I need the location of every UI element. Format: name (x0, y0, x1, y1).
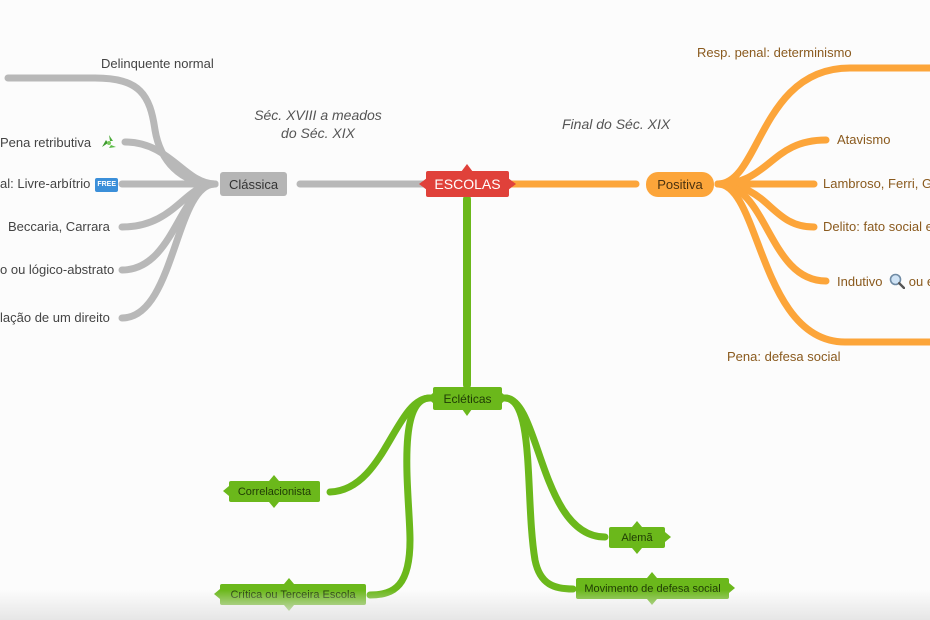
critica-spike-bottom (284, 605, 294, 611)
link-ecleticas-movimento (501, 394, 577, 593)
free-icon: FREE (95, 177, 118, 192)
central-node-escolas[interactable]: ESCOLAS (426, 171, 509, 197)
alema-spike-right (665, 532, 671, 542)
positiva-child-atavismo[interactable]: Atavismo (837, 132, 891, 147)
critica-spike-left (214, 589, 220, 599)
correlacionista-spike-top (269, 475, 279, 481)
positiva-period-note: Final do Séc. XIX (562, 116, 671, 132)
classica-period-note: Séc. XVIII a meados do Séc. XIX (254, 107, 382, 141)
positiva-child-delito[interactable]: Delito: fato social e (823, 219, 930, 234)
alema-spike-top (632, 521, 642, 527)
ecleticas-spike-bottom (462, 409, 472, 416)
ecleticas-child-critica[interactable]: Crítica ou Terceira Escola (220, 584, 366, 605)
movimento-spike-top (647, 572, 657, 578)
ecleticas-spike-left (427, 393, 433, 403)
link-positiva-pena (714, 180, 930, 346)
magnifier-icon (889, 273, 906, 292)
positiva-child-pena[interactable]: Pena: defesa social (727, 349, 841, 364)
classica-child-delinquente[interactable]: Delinquente normal (101, 56, 214, 71)
positiva-child-resp-penal[interactable]: Resp. penal: determinismo (697, 45, 852, 60)
link-classica-direito (118, 180, 219, 322)
link-positiva-resp (714, 64, 930, 188)
classica-child-direito[interactable]: lação de um direito (0, 310, 110, 325)
branch-node-classica[interactable]: Clássica (220, 172, 287, 196)
positiva-child-lambroso[interactable]: Lambroso, Ferri, G (823, 176, 930, 191)
branch-node-positiva[interactable]: Positiva (646, 172, 714, 197)
correlacionista-spike-left (223, 486, 229, 496)
ecleticas-child-correlacionista[interactable]: Correlacionista (229, 481, 320, 502)
critica-spike-top (284, 578, 294, 584)
ecleticas-spike-right (502, 393, 508, 403)
branch-node-ecleticas[interactable]: Ecléticas (433, 387, 502, 410)
central-spike-right (508, 178, 516, 190)
central-spike-top (461, 164, 473, 172)
classica-child-pena[interactable]: Pena retributiva (0, 134, 118, 153)
link-classica-delinquente (4, 74, 219, 188)
correlacionista-spike-bottom (269, 502, 279, 508)
central-spike-left (419, 178, 427, 190)
alema-spike-bottom (632, 548, 642, 554)
movimento-spike-bottom (647, 599, 657, 605)
movimento-spike-right (729, 583, 735, 593)
recycle-icon (100, 134, 118, 153)
classica-child-logico[interactable]: o ou lógico-abstrato (0, 262, 115, 277)
ecleticas-child-alema[interactable]: Alemã (609, 527, 665, 548)
classica-child-beccaria[interactable]: Beccaria, Carrara (8, 219, 110, 234)
ecleticas-child-movimento[interactable]: Movimento de defesa social (576, 578, 729, 599)
link-classica-pena (121, 138, 219, 188)
positiva-child-indutivo[interactable]: Indutivo ou e (837, 273, 930, 292)
link-ecleticas-critica (366, 394, 434, 599)
